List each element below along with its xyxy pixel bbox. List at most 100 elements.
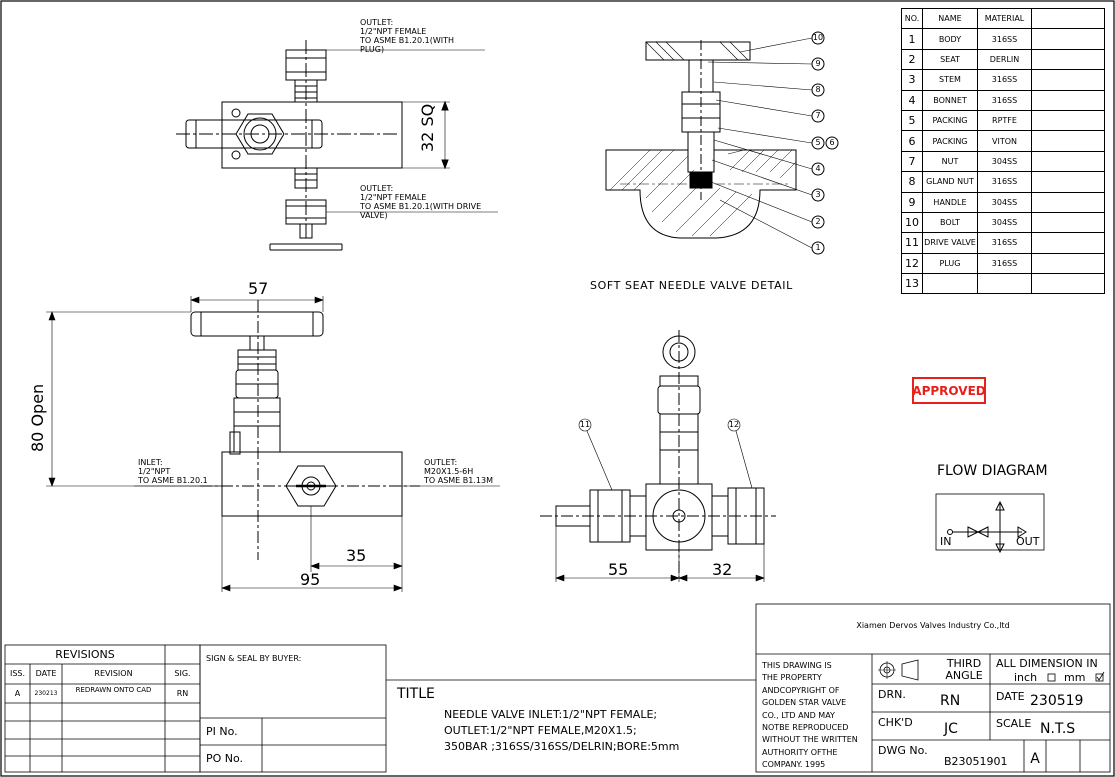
- bom-extra: [1031, 191, 1105, 213]
- title-label: TITLE: [397, 686, 435, 702]
- bom-name: PACKING: [922, 109, 978, 132]
- bom-extra: [1031, 211, 1105, 234]
- rev-iss: A: [14, 689, 21, 698]
- angle-line: ANGLE: [945, 669, 983, 682]
- bom-material: 316SS: [977, 171, 1032, 193]
- projection-angle: THIRD ANGLE: [940, 658, 988, 682]
- bom-name: GLAND NUT: [922, 171, 978, 193]
- bom-material: VITON: [977, 130, 1032, 152]
- balloon-5: 5: [815, 138, 821, 147]
- bom-header-extra: [1031, 7, 1105, 30]
- unit-inch: inch: [1014, 671, 1038, 684]
- scale-value: N.T.S: [1040, 721, 1076, 737]
- note-outlet-top: OUTLET: 1/2"NPT FEMALE TO ASME B1.20.1(W…: [360, 18, 454, 54]
- copyright-line: WITHOUT THE WRITTEN: [762, 735, 858, 745]
- bom-material: 316SS: [977, 89, 1032, 111]
- copyright-line: ANDCOPYRIGHT OF: [762, 685, 840, 695]
- dim-55: 55: [608, 560, 629, 579]
- bom-extra: [1031, 130, 1105, 152]
- drn-label: DRN.: [878, 688, 906, 701]
- flow-diagram-symbol: [935, 493, 1045, 554]
- bom-header-name: NAME: [922, 7, 978, 30]
- bom-material: DERLIN: [977, 48, 1032, 71]
- bom-no: 5: [901, 109, 923, 132]
- bom-extra: [1031, 48, 1105, 71]
- bom-extra: [1031, 273, 1105, 295]
- chkd-value: JC: [944, 721, 958, 737]
- rev-description: REDRAWN ONTO CAD: [75, 686, 152, 694]
- bom-material: 304SS: [977, 150, 1032, 173]
- bom-name: BODY: [922, 28, 978, 50]
- drn-value: RN: [940, 693, 961, 709]
- detail-title: SOFT SEAT NEEDLE VALVE DETAIL: [590, 279, 793, 292]
- copyright-line: NOTBE REPRODUCED: [762, 723, 849, 733]
- bom-row: 13: [901, 273, 1105, 295]
- scale-label: SCALE: [996, 717, 1032, 730]
- chkd-label: CHK'D: [878, 716, 913, 729]
- flow-diagram-title: FLOW DIAGRAM: [937, 463, 1048, 479]
- dim-57: 57: [248, 279, 269, 298]
- note-line: TO ASME B1.20.1(WITH DRIVE: [360, 202, 482, 211]
- bom-extra: [1031, 171, 1105, 193]
- bom-extra: [1031, 69, 1105, 91]
- bom-name: [922, 273, 978, 295]
- buyer-sign-seal: SIGN & SEAL BY BUYER:: [206, 654, 302, 663]
- bom-name: BONNET: [922, 89, 978, 111]
- bom-material: 304SS: [977, 191, 1032, 213]
- balloon-6: 6: [829, 138, 835, 147]
- bom-material: 316SS: [977, 232, 1032, 254]
- bom-no: 8: [901, 171, 923, 193]
- balloon-8: 8: [815, 85, 821, 94]
- bom-material: 304SS: [977, 211, 1032, 234]
- dim-80-open: 80 Open: [28, 383, 47, 452]
- date-value: 230519: [1030, 693, 1084, 709]
- balloon-11: 11: [579, 420, 591, 429]
- bom-name: HANDLE: [922, 191, 978, 213]
- copyright-notice: THIS DRAWING IS THE PROPERTY ANDCOPYRIGH…: [762, 660, 858, 772]
- bom-header-no: NO.: [901, 7, 923, 30]
- bom-extra: [1031, 89, 1105, 111]
- bom-no: 12: [901, 252, 923, 275]
- note-line: M20X1.5-6H: [424, 467, 474, 476]
- bom-material: 316SS: [977, 69, 1032, 91]
- balloon-4: 4: [815, 164, 821, 173]
- approved-stamp: APPROVED: [912, 377, 986, 404]
- detail-view: [605, 31, 839, 255]
- bom-no: 7: [901, 150, 923, 173]
- pi-number-label: PI No.: [206, 725, 238, 738]
- bom-extra: [1031, 150, 1105, 173]
- title-line: 350BAR ;316SS/316SS/DELRIN;BORE:5mm: [444, 740, 680, 753]
- rev-header-sig: SIG.: [174, 669, 191, 678]
- dim-95: 95: [300, 570, 321, 589]
- bom-no: 6: [901, 130, 923, 152]
- bom-extra: [1031, 28, 1105, 50]
- bom-material: 316SS: [977, 28, 1032, 50]
- note-line: TO ASME B1.20.1: [138, 476, 208, 485]
- note-inlet: INLET: 1/2"NPT TO ASME B1.20.1: [138, 458, 208, 485]
- bom-name: BOLT: [922, 211, 978, 234]
- title-line: NEEDLE VALVE INLET:1/2"NPT FEMALE;: [444, 708, 658, 721]
- note-line: OUTLET:: [424, 458, 458, 467]
- all-dimension-in: ALL DIMENSION IN: [996, 657, 1098, 670]
- dim-32-sq: 32 SQ: [418, 103, 437, 152]
- dwg-revision: A: [1030, 751, 1040, 767]
- dim-32: 32: [712, 560, 733, 579]
- copyright-line: AUTHORITY OFTHE: [762, 747, 838, 757]
- date-label: DATE: [996, 690, 1025, 703]
- bom-material: 316SS: [977, 252, 1032, 275]
- copyright-line: THE PROPERTY: [762, 673, 822, 683]
- bom-extra: [1031, 252, 1105, 275]
- note-line: INLET:: [138, 458, 163, 467]
- bom-no: 4: [901, 89, 923, 111]
- dwg-number: B23051901: [944, 755, 1008, 768]
